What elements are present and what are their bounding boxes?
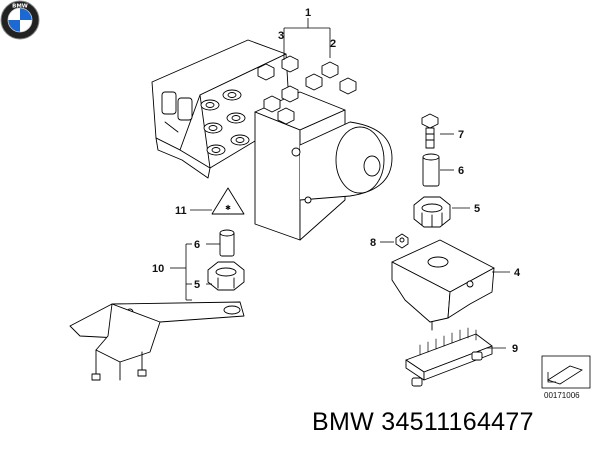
callout-6-right: 6 xyxy=(458,165,464,177)
leader-lines xyxy=(170,18,510,349)
rubber-mount-right xyxy=(413,196,451,228)
svg-text:✱: ✱ xyxy=(225,204,231,212)
bmw-logo-icon: BMW xyxy=(0,0,40,40)
callout-7: 7 xyxy=(458,129,464,141)
rubber-mount-left xyxy=(207,261,245,291)
callout-5-left: 5 xyxy=(194,279,200,291)
small-bolt-part xyxy=(395,233,409,249)
callout-6-left: 6 xyxy=(194,239,200,251)
bushing-right xyxy=(422,153,440,187)
bracket-right xyxy=(391,239,495,331)
callouts: 1 2 3 7 6 5 8 4 9 11 6 10 5 xyxy=(152,7,521,355)
part-number-title: BMW 34511164477 xyxy=(312,408,534,436)
warning-label-icon: ✱ xyxy=(211,187,245,215)
callout-4: 4 xyxy=(514,267,521,279)
callout-3: 3 xyxy=(278,30,284,42)
callout-11: 11 xyxy=(175,205,187,217)
bolt-part xyxy=(421,113,439,149)
callout-1: 1 xyxy=(305,7,311,19)
callout-9: 9 xyxy=(512,343,518,355)
callout-8: 8 xyxy=(370,237,376,249)
reference-box: 00171006 xyxy=(541,355,591,400)
callout-2: 2 xyxy=(330,38,336,50)
rubber-pad-part xyxy=(405,327,493,387)
bushing-left xyxy=(219,229,235,257)
abs-hydraulic-unit xyxy=(151,39,393,241)
bracket-left xyxy=(69,301,245,381)
logo-text: BMW xyxy=(12,4,28,10)
callout-5-right: 5 xyxy=(474,203,480,215)
reference-code: 00171006 xyxy=(544,391,580,400)
callout-10: 10 xyxy=(152,263,164,275)
